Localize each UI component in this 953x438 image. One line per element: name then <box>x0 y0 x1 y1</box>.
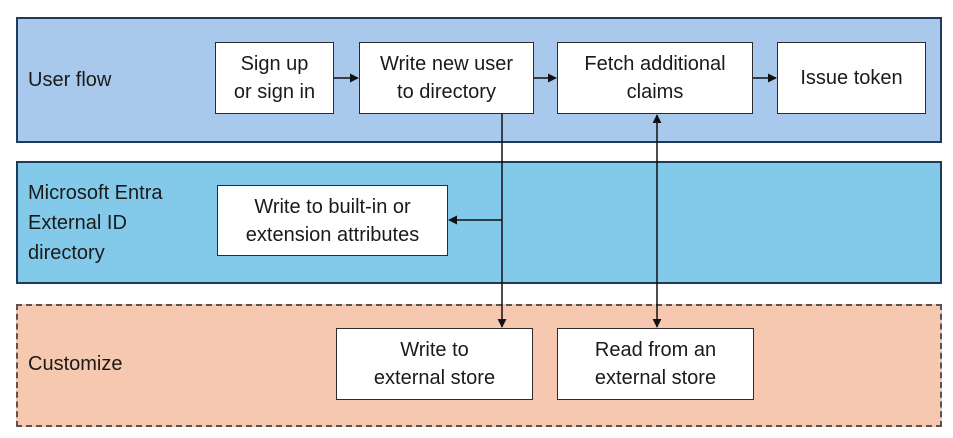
node-write-new-user: Write new user to directory <box>359 42 534 114</box>
lane-directory <box>16 161 942 284</box>
lane-label-customize: Customize <box>28 353 123 375</box>
node-write-external-store: Write to external store <box>336 328 533 400</box>
node-sign-up-or-sign-in: Sign up or sign in <box>215 42 334 114</box>
lane-label-user-flow: User flow <box>28 69 112 91</box>
node-read-external-store: Read from an external store <box>557 328 754 400</box>
node-fetch-additional-claims: Fetch additional claims <box>557 42 753 114</box>
node-issue-token: Issue token <box>777 42 926 114</box>
node-write-attributes: Write to built-in or extension attribute… <box>217 185 448 256</box>
lane-label-directory: Microsoft Entra External ID directory <box>28 182 163 264</box>
